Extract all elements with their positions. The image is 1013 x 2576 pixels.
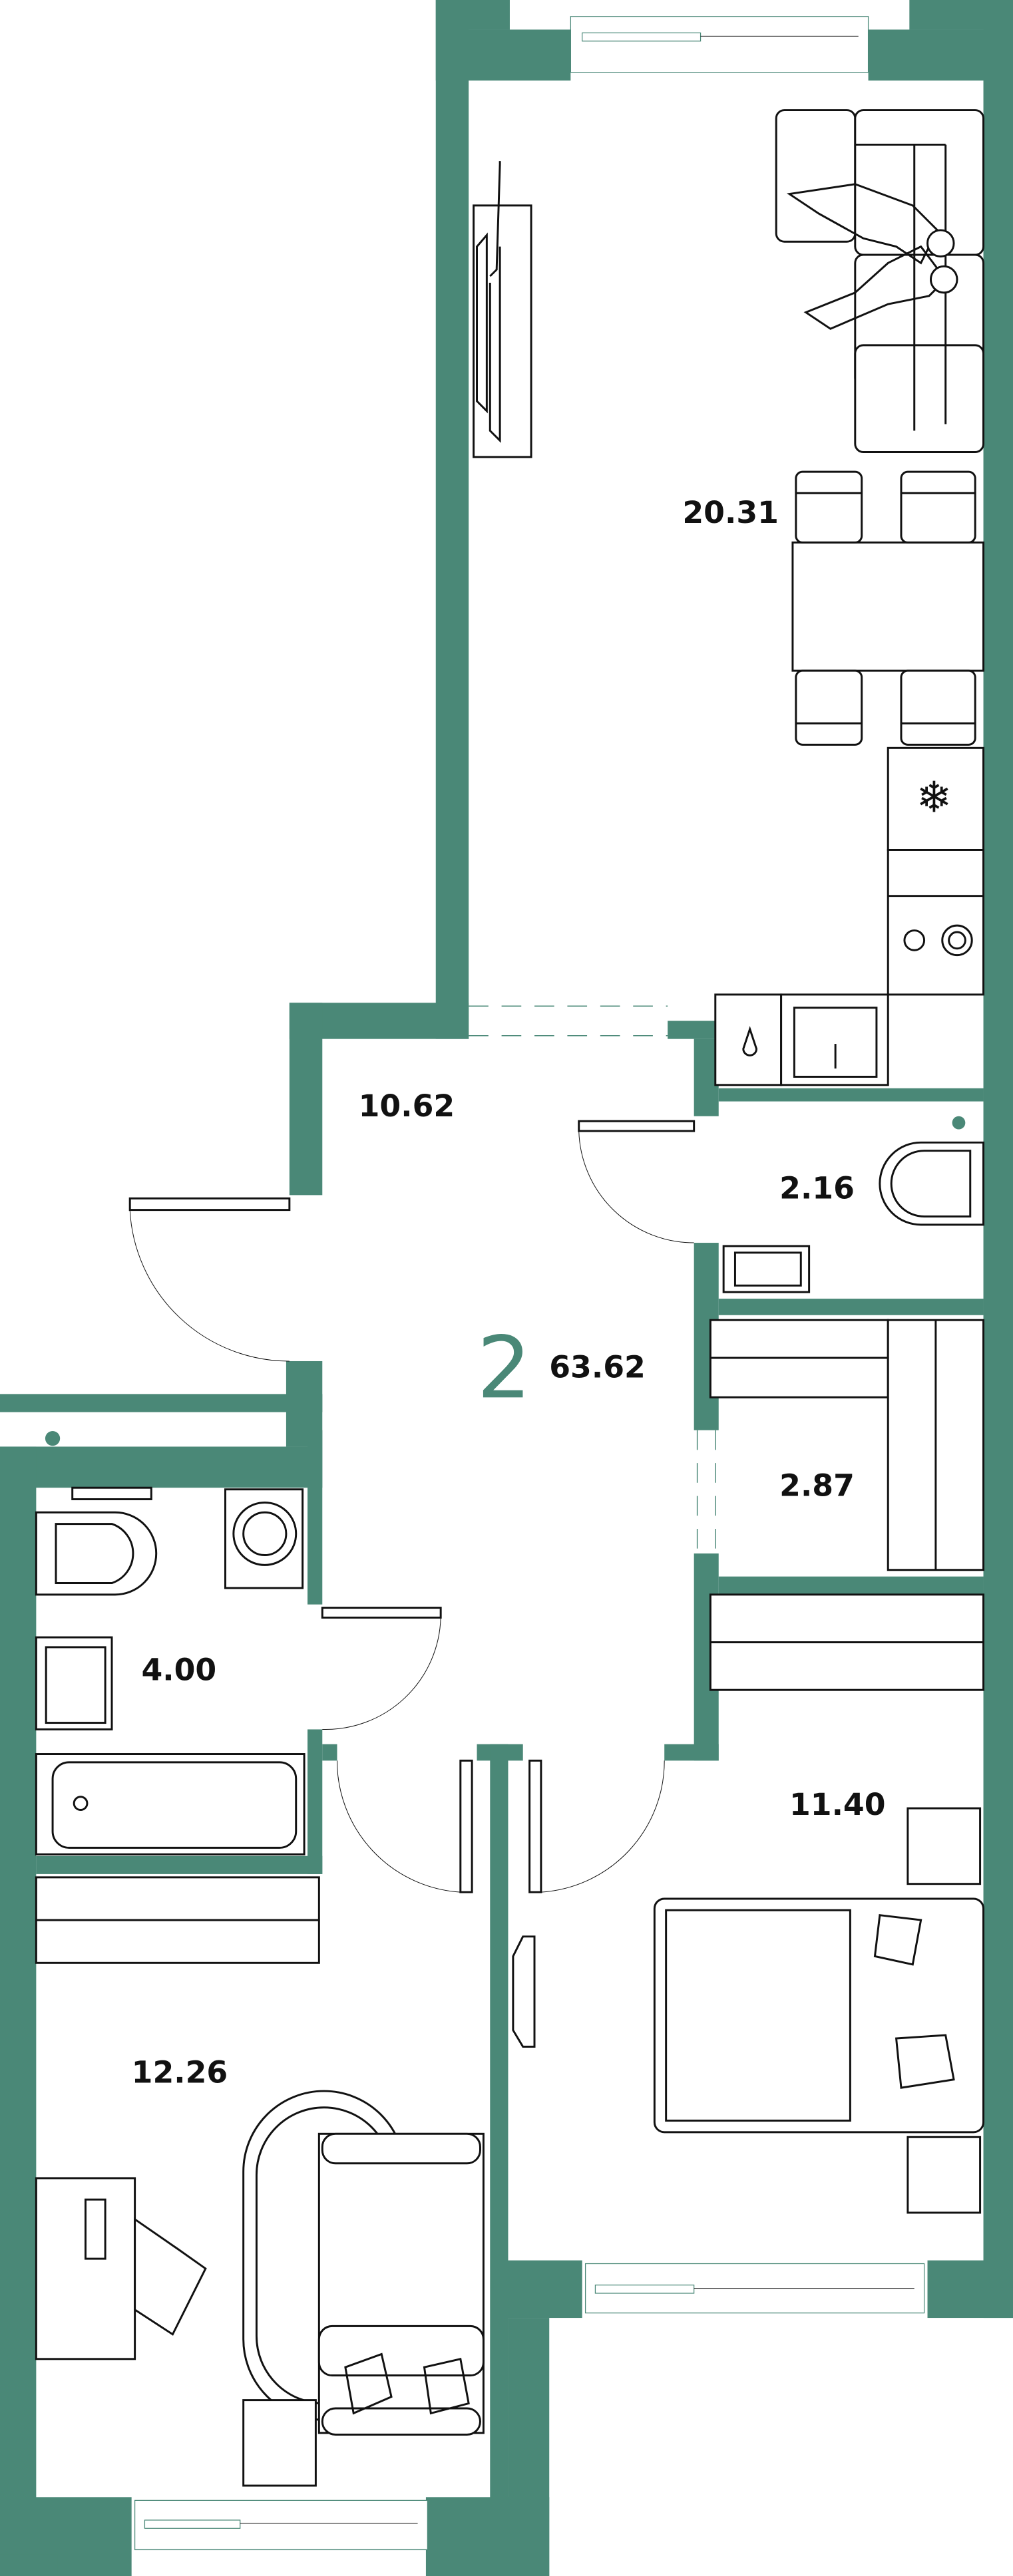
kitchen-sink <box>714 993 889 1086</box>
snowflake-icon: ❄ <box>916 773 952 823</box>
bedroom-left-furniture <box>35 1876 485 2487</box>
area-label-wardrobe: 2.87 <box>779 1468 855 1504</box>
area-label-bedroom-right: 11.40 <box>789 1787 886 1822</box>
stove <box>887 849 985 996</box>
window-living <box>570 16 869 73</box>
fridge: ❄ <box>887 746 985 851</box>
sofa <box>775 109 985 453</box>
area-label-toilet: 2.16 <box>779 1170 855 1206</box>
bedroom-left-door[interactable] <box>337 1759 473 1893</box>
window-bedroom-right <box>584 2263 925 2314</box>
bathroom-door[interactable] <box>321 1607 442 1730</box>
room-count: 2 <box>477 1319 532 1418</box>
bedroom-right-door[interactable] <box>528 1759 665 1893</box>
tv-stand <box>473 161 532 458</box>
toilet-fixtures <box>722 1141 985 1293</box>
area-label-bedroom-left: 12.26 <box>132 2055 228 2090</box>
toilet-door[interactable] <box>578 1120 696 1243</box>
wardrobe-racks <box>709 1319 985 1571</box>
area-label-bathroom: 4.00 <box>141 1652 216 1687</box>
window-bedroom-left <box>134 2499 429 2551</box>
bedroom-right-furniture <box>512 1593 985 2214</box>
dining-table <box>791 470 985 746</box>
area-label-living-kitchen: 20.31 <box>682 495 779 530</box>
area-label-hallway: 10.62 <box>359 1088 455 1124</box>
bathroom-fixtures <box>35 1486 305 1855</box>
riser-marker <box>45 1430 61 1446</box>
entrance-door[interactable] <box>128 1197 291 1362</box>
riser-marker <box>952 1116 966 1130</box>
total-area: 63.62 <box>549 1350 646 1385</box>
